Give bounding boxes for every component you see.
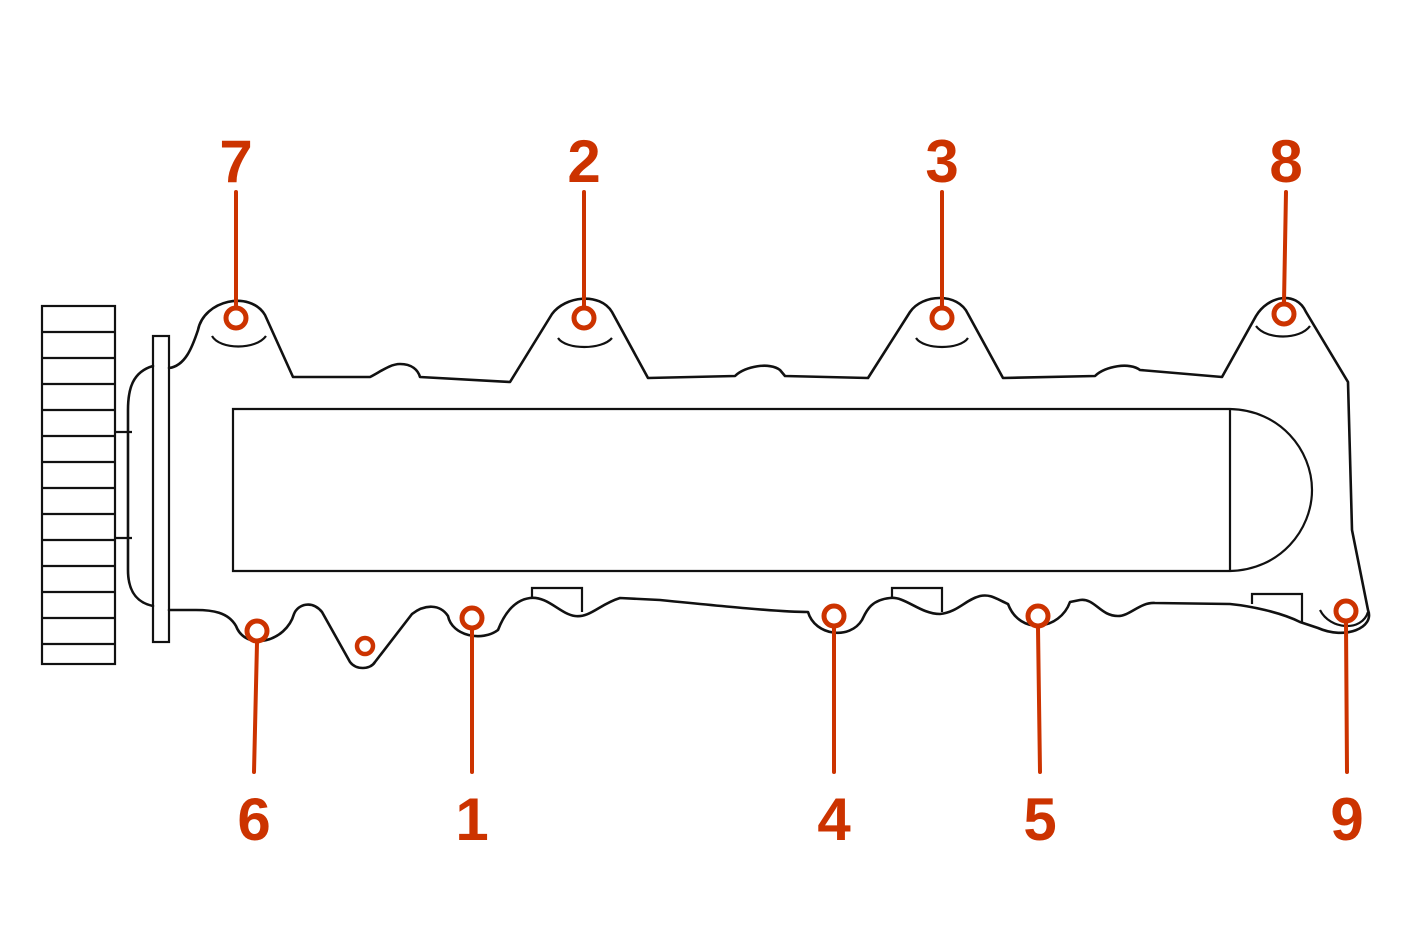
bolt-number-3: 3 (925, 128, 958, 195)
bolt-hole-9 (1333, 598, 1359, 624)
bolt-number-1: 1 (455, 786, 488, 853)
bolt-hole-7 (223, 305, 249, 331)
bolt-number-2: 2 (567, 128, 600, 195)
leader-line-9 (1344, 621, 1349, 774)
leader-line-6 (252, 641, 259, 774)
bolt-boss-arcs (211, 325, 1370, 628)
bolt-hole-5 (1025, 603, 1051, 629)
leader-line-5 (1036, 626, 1042, 774)
cover-outline (167, 296, 1371, 670)
end-flange (126, 334, 171, 644)
bolt-hole-3 (929, 305, 955, 331)
cover-bosses (530, 586, 1304, 622)
bolt-hole-1 (459, 605, 485, 631)
bolt-callouts: 7 2 3 8 6 1 4 5 9 (219, 128, 1363, 853)
bolt-number-4: 4 (817, 786, 851, 853)
bolt-hole-8 (1271, 301, 1297, 327)
bolt-hole-6 (244, 618, 270, 644)
bolt-number-6: 6 (237, 786, 270, 853)
camshaft-sprocket (40, 304, 132, 666)
bolt-number-9: 9 (1330, 786, 1363, 853)
cover-inner-window (231, 407, 1314, 573)
leader-line-8 (1282, 190, 1288, 304)
bolt-hole-2 (571, 305, 597, 331)
extra-bolt-hole (354, 635, 376, 657)
bolt-number-5: 5 (1023, 786, 1056, 853)
bolt-number-7: 7 (219, 128, 252, 195)
bolt-number-8: 8 (1269, 128, 1302, 195)
bolt-hole-4 (821, 603, 847, 629)
